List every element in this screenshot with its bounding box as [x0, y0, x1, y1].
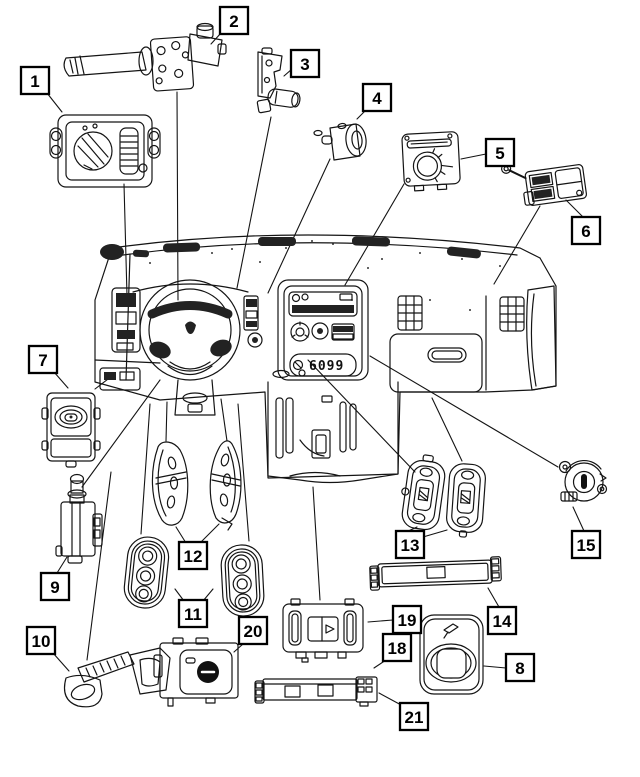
glove-box: [389, 333, 483, 393]
callout-20-label: 20: [244, 622, 263, 641]
part-2-multifunction-switch: [63, 22, 227, 92]
part-12-wheel-switch-pod-left: [151, 441, 189, 526]
dashboard-illustration: 6099: [94, 234, 557, 484]
callout-1-label: 1: [30, 72, 39, 91]
part-15-ignition-switch: [558, 459, 608, 502]
radio: [288, 291, 358, 317]
mirror-knob: [100, 244, 124, 260]
callout-11-label: 11: [184, 605, 202, 624]
callout-4-label: 4: [372, 89, 382, 108]
callout-14[interactable]: 14: [486, 605, 518, 636]
callout-20[interactable]: 20: [237, 615, 269, 646]
dash-right-vents: [397, 295, 525, 332]
part-14-switch-strip: [369, 556, 502, 591]
steering-column: [174, 379, 216, 416]
part-1-headlamp-switch: [49, 114, 161, 188]
part-6-rocker-switch: [501, 163, 588, 206]
callout-21-label: 21: [405, 708, 424, 727]
ram-logo: [185, 321, 196, 334]
callout-6-label: 6: [581, 222, 590, 241]
part-12-wheel-switch-pod-right: [209, 440, 242, 531]
part-20-knob-module: [153, 637, 239, 707]
part-11-oval-switch-right: [220, 544, 265, 617]
center-stack: 6099: [277, 279, 369, 381]
callout-14-label: 14: [493, 612, 512, 631]
callout-13-label: 13: [401, 536, 420, 555]
callout-6[interactable]: 6: [570, 215, 602, 246]
part-5-rotary-switch-panel: [401, 131, 461, 192]
callout-18[interactable]: 18: [381, 632, 413, 663]
steering-wheel: [139, 279, 241, 381]
part-8-switch-bezel: [419, 614, 484, 695]
callout-8-label: 8: [515, 659, 524, 678]
stack-display-digits: 6099: [309, 359, 344, 374]
leader-lines: [46, 32, 585, 707]
callout-11[interactable]: 11: [177, 598, 209, 629]
hvac-controls: [290, 321, 355, 342]
part-19-hazard-switch-module: [282, 598, 364, 663]
callout-19-label: 19: [398, 611, 417, 630]
lower-console: [267, 369, 399, 484]
callout-19[interactable]: 19: [391, 604, 423, 635]
part-3-column-switch: [256, 47, 301, 114]
cluster-right-switches: [243, 295, 263, 348]
callout-4[interactable]: 4: [361, 82, 393, 113]
defroster-vents: [132, 236, 481, 259]
callout-12-label: 12: [184, 547, 203, 566]
part-10-release-lever: [63, 647, 171, 708]
play-triangle-icon: [325, 624, 335, 634]
callout-18-label: 18: [388, 639, 407, 658]
part-4-control-knob: [313, 122, 367, 161]
callout-9-label: 9: [50, 578, 59, 597]
part-21-switch-strip-lower: [254, 676, 378, 707]
callout-5-label: 5: [495, 144, 504, 163]
callout-9[interactable]: 9: [39, 571, 71, 602]
callout-12[interactable]: 12: [177, 540, 209, 571]
part-7-button-switch: [41, 392, 101, 468]
callout-10-label: 10: [32, 632, 51, 651]
callout-7-label: 7: [38, 351, 47, 370]
callout-1[interactable]: 1: [19, 65, 51, 96]
dash-top-edge: [111, 234, 541, 259]
callout-2-label: 2: [229, 12, 238, 31]
part-9-plunger-switch: [55, 473, 103, 564]
dash-headlamp-switch-location: [111, 287, 141, 353]
callouts: 1 2 3 4 5 6 7 9: [19, 5, 602, 732]
callout-5[interactable]: 5: [484, 137, 516, 168]
callout-3[interactable]: 3: [289, 48, 321, 79]
callout-7[interactable]: 7: [27, 344, 59, 375]
transfer-case-row: 6099: [289, 353, 357, 377]
callout-15[interactable]: 15: [570, 529, 602, 560]
lever-icon: [443, 623, 459, 634]
part-11-oval-switch-left: [123, 536, 170, 609]
cluster-visor: [132, 283, 249, 293]
callout-8[interactable]: 8: [504, 652, 536, 683]
part-13-rocker-switch-left: [401, 454, 446, 531]
callout-13[interactable]: 13: [394, 529, 426, 560]
callout-3-label: 3: [300, 55, 309, 74]
callout-21[interactable]: 21: [398, 701, 430, 732]
part-13-rocker-switch-right: [446, 463, 486, 538]
right-cowl-trim: [526, 285, 557, 391]
callout-15-label: 15: [577, 536, 596, 555]
callout-10[interactable]: 10: [25, 625, 57, 656]
callout-2[interactable]: 2: [218, 5, 250, 36]
